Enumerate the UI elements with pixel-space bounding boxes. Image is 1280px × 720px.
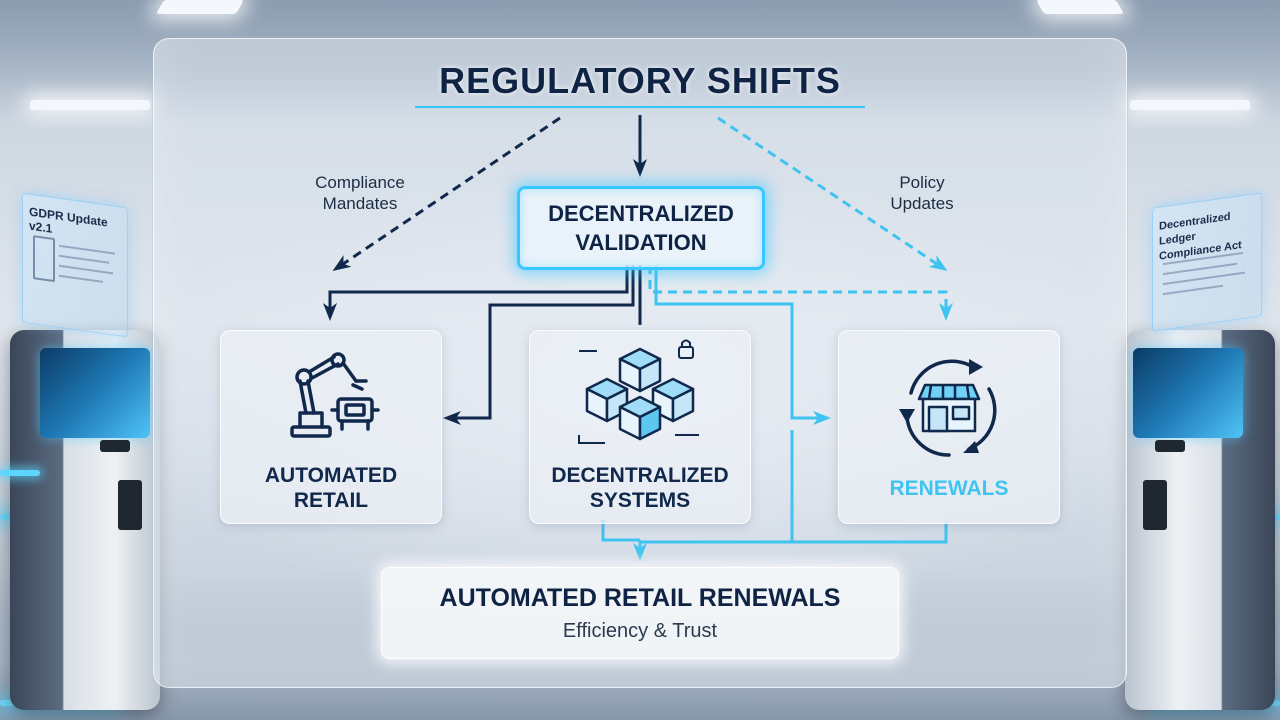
card-decentralized-systems: DECENTRALIZED SYSTEMS [529, 330, 751, 524]
storefront-cycle-icon [899, 359, 997, 457]
kiosk-left [10, 330, 160, 710]
connector-systems-to-result [601, 520, 640, 542]
connector-validation-to-renewals-dashed [648, 265, 953, 321]
connector-validation-to-retail-side [443, 265, 635, 425]
card-renewals: RENEWALS [838, 330, 1060, 524]
card-label: DECENTRALIZED SYSTEMS [551, 464, 729, 512]
card-label: AUTOMATED RETAIL [264, 464, 398, 512]
edge-label-policy-updates: Policy Updates [890, 173, 954, 213]
ceiling-light [30, 100, 150, 110]
connector-validation-to-retail [323, 265, 629, 321]
card-label: RENEWALS [889, 477, 1009, 500]
validation-node: DECENTRALIZED VALIDATION [517, 186, 765, 270]
kiosk-screen [1133, 348, 1243, 438]
kiosk-screen [40, 348, 150, 438]
result-title: AUTOMATED RETAIL RENEWALS [439, 584, 841, 612]
ceiling [0, 0, 1280, 120]
ceiling-light [1130, 100, 1250, 110]
connector-renewals-to-result [640, 522, 948, 544]
kiosk-dispenser [1143, 480, 1167, 530]
result-subtitle: Efficiency & Trust [562, 620, 718, 642]
blockchain-cubes-icon [578, 339, 699, 444]
kiosk-light [0, 470, 40, 476]
connector-validation-to-renewals [654, 265, 831, 425]
kiosk-dispenser [118, 480, 142, 530]
kiosk-card-slot [1155, 440, 1185, 452]
robotic-arm-icon [290, 352, 380, 438]
edge-label-compliance-mandates: Compliance Mandates [315, 173, 405, 213]
diagram-title: REGULATORY SHIFTS [439, 60, 841, 101]
kiosk-right [1125, 330, 1275, 710]
result-node: AUTOMATED RETAIL RENEWALS Efficiency & T… [381, 567, 899, 659]
kiosk-card-slot [100, 440, 130, 452]
card-automated-retail: AUTOMATED RETAIL [220, 330, 442, 524]
validation-node-label: DECENTRALIZED VALIDATION [548, 201, 734, 255]
